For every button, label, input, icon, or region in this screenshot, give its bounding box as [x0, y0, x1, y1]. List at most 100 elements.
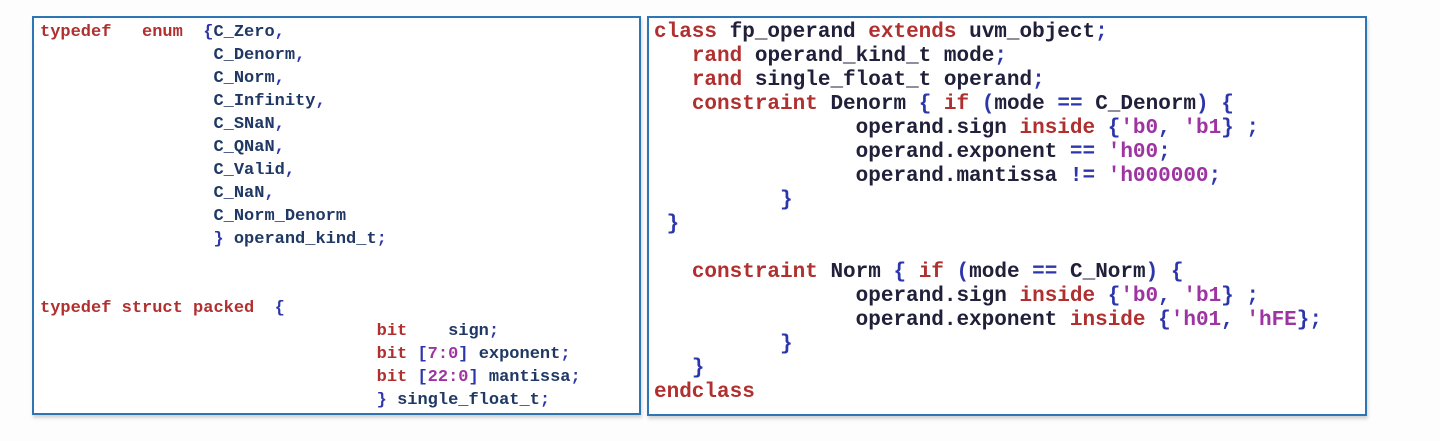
code-token: ,: [1158, 117, 1171, 140]
code-line: C_NaN,: [40, 182, 639, 205]
code-token: {: [1158, 309, 1171, 332]
code-token: C_Denorm: [1095, 93, 1197, 116]
code-token: ==: [1069, 141, 1096, 164]
code-token: extends: [868, 21, 957, 44]
code-token: ]: [468, 368, 479, 387]
code-line: operand.mantissa != 'h000000;: [654, 165, 1365, 189]
code-token: operand.sign: [855, 285, 1007, 308]
code-token: single_float_t: [397, 391, 540, 410]
code-token: operand.exponent: [855, 309, 1058, 332]
code-token: ;: [376, 230, 387, 249]
code-line: endclass: [654, 381, 1365, 405]
code-token: {: [1107, 117, 1121, 140]
code-line: class fp_operand extends uvm_object;: [654, 21, 1365, 45]
code-token: 'h000000: [1107, 165, 1209, 188]
code-whitespace: [931, 69, 944, 92]
code-whitespace: [969, 93, 982, 116]
code-token: ;: [1309, 309, 1323, 332]
code-token: C_Infinity: [213, 92, 316, 111]
code-token: ;: [1032, 69, 1045, 92]
code-whitespace: [1095, 141, 1108, 164]
code-whitespace: [40, 345, 377, 364]
code-whitespace: [111, 23, 142, 42]
code-token: ): [1196, 93, 1209, 116]
code-token: {: [1221, 93, 1234, 116]
code-token: Norm: [830, 261, 881, 284]
code-line: operand.exponent inside {'h01, 'hFE};: [654, 309, 1365, 333]
code-whitespace: [654, 333, 780, 356]
code-token: 'h01: [1170, 309, 1222, 332]
code-token: ;: [560, 345, 571, 364]
code-token: constraint: [691, 261, 818, 284]
code-whitespace: [654, 309, 856, 332]
code-line: C_SNaN,: [40, 113, 639, 136]
code-whitespace: [40, 322, 377, 341]
code-token: }: [1296, 309, 1310, 332]
code-whitespace: [717, 21, 730, 44]
code-whitespace: [183, 299, 193, 318]
code-token: ;: [994, 45, 1007, 68]
code-whitespace: [1095, 285, 1108, 308]
code-line: rand single_float_t operand;: [654, 69, 1365, 93]
code-token: if: [918, 261, 944, 284]
code-token: ==: [1032, 261, 1058, 284]
code-line: C_Valid,: [40, 159, 639, 182]
code-whitespace: [40, 69, 213, 88]
code-token: rand: [691, 45, 743, 68]
code-whitespace: [654, 261, 692, 284]
code-token: single_float_t: [754, 69, 932, 92]
code-line: }: [654, 333, 1365, 357]
code-token: ,: [295, 46, 306, 65]
code-line: operand.sign inside {'b0, 'b1} ;: [654, 117, 1365, 141]
code-line: C_Denorm,: [40, 44, 639, 67]
code-token: 7:0: [427, 345, 459, 364]
code-whitespace: [931, 93, 944, 116]
code-whitespace: [1209, 93, 1222, 116]
code-whitespace: [1057, 261, 1070, 284]
code-token: }: [666, 213, 680, 236]
code-token: struct: [121, 299, 183, 318]
code-whitespace: [183, 23, 203, 42]
code-line: bit sign;: [40, 320, 639, 343]
code-token: {: [203, 23, 214, 42]
code-token: }: [691, 357, 705, 380]
code-token: inside: [1019, 117, 1096, 140]
code-whitespace: [654, 141, 856, 164]
code-whitespace: [1007, 117, 1020, 140]
code-token: mode: [969, 261, 1020, 284]
code-whitespace: [254, 299, 274, 318]
code-whitespace: [40, 92, 213, 111]
code-token: C_Denorm: [213, 46, 296, 65]
code-token: constraint: [691, 93, 818, 116]
code-token: }: [1221, 117, 1234, 140]
code-whitespace: [742, 69, 755, 92]
code-token: inside: [1019, 285, 1096, 308]
code-whitespace: [40, 184, 213, 203]
code-token: }: [1221, 285, 1234, 308]
code-whitespace: [654, 93, 692, 116]
code-token: 'b1: [1183, 285, 1222, 308]
code-token: 'h00: [1107, 141, 1159, 164]
code-whitespace: [881, 261, 894, 284]
code-whitespace: [931, 45, 944, 68]
code-whitespace: [40, 161, 213, 180]
code-token: [: [417, 368, 428, 387]
code-whitespace: [40, 138, 213, 157]
code-whitespace: [40, 46, 213, 65]
code-token: }: [376, 391, 387, 410]
code-whitespace: [1020, 261, 1033, 284]
code-token: rand: [691, 69, 743, 92]
code-line: }: [654, 357, 1365, 381]
code-token: ;: [1208, 165, 1222, 188]
code-panel-typedefs: typedef enum {C_Zero, C_Denorm, C_Norm, …: [32, 16, 641, 415]
code-line: constraint Norm { if (mode == C_Norm) {: [654, 261, 1365, 285]
code-whitespace: [387, 391, 397, 410]
code-whitespace: [654, 165, 856, 188]
code-whitespace: [944, 261, 957, 284]
code-token: {: [1107, 285, 1121, 308]
code-whitespace: [40, 207, 213, 226]
code-token: operand_kind_t: [754, 45, 932, 68]
code-whitespace: [818, 93, 831, 116]
code-whitespace: [40, 230, 213, 249]
